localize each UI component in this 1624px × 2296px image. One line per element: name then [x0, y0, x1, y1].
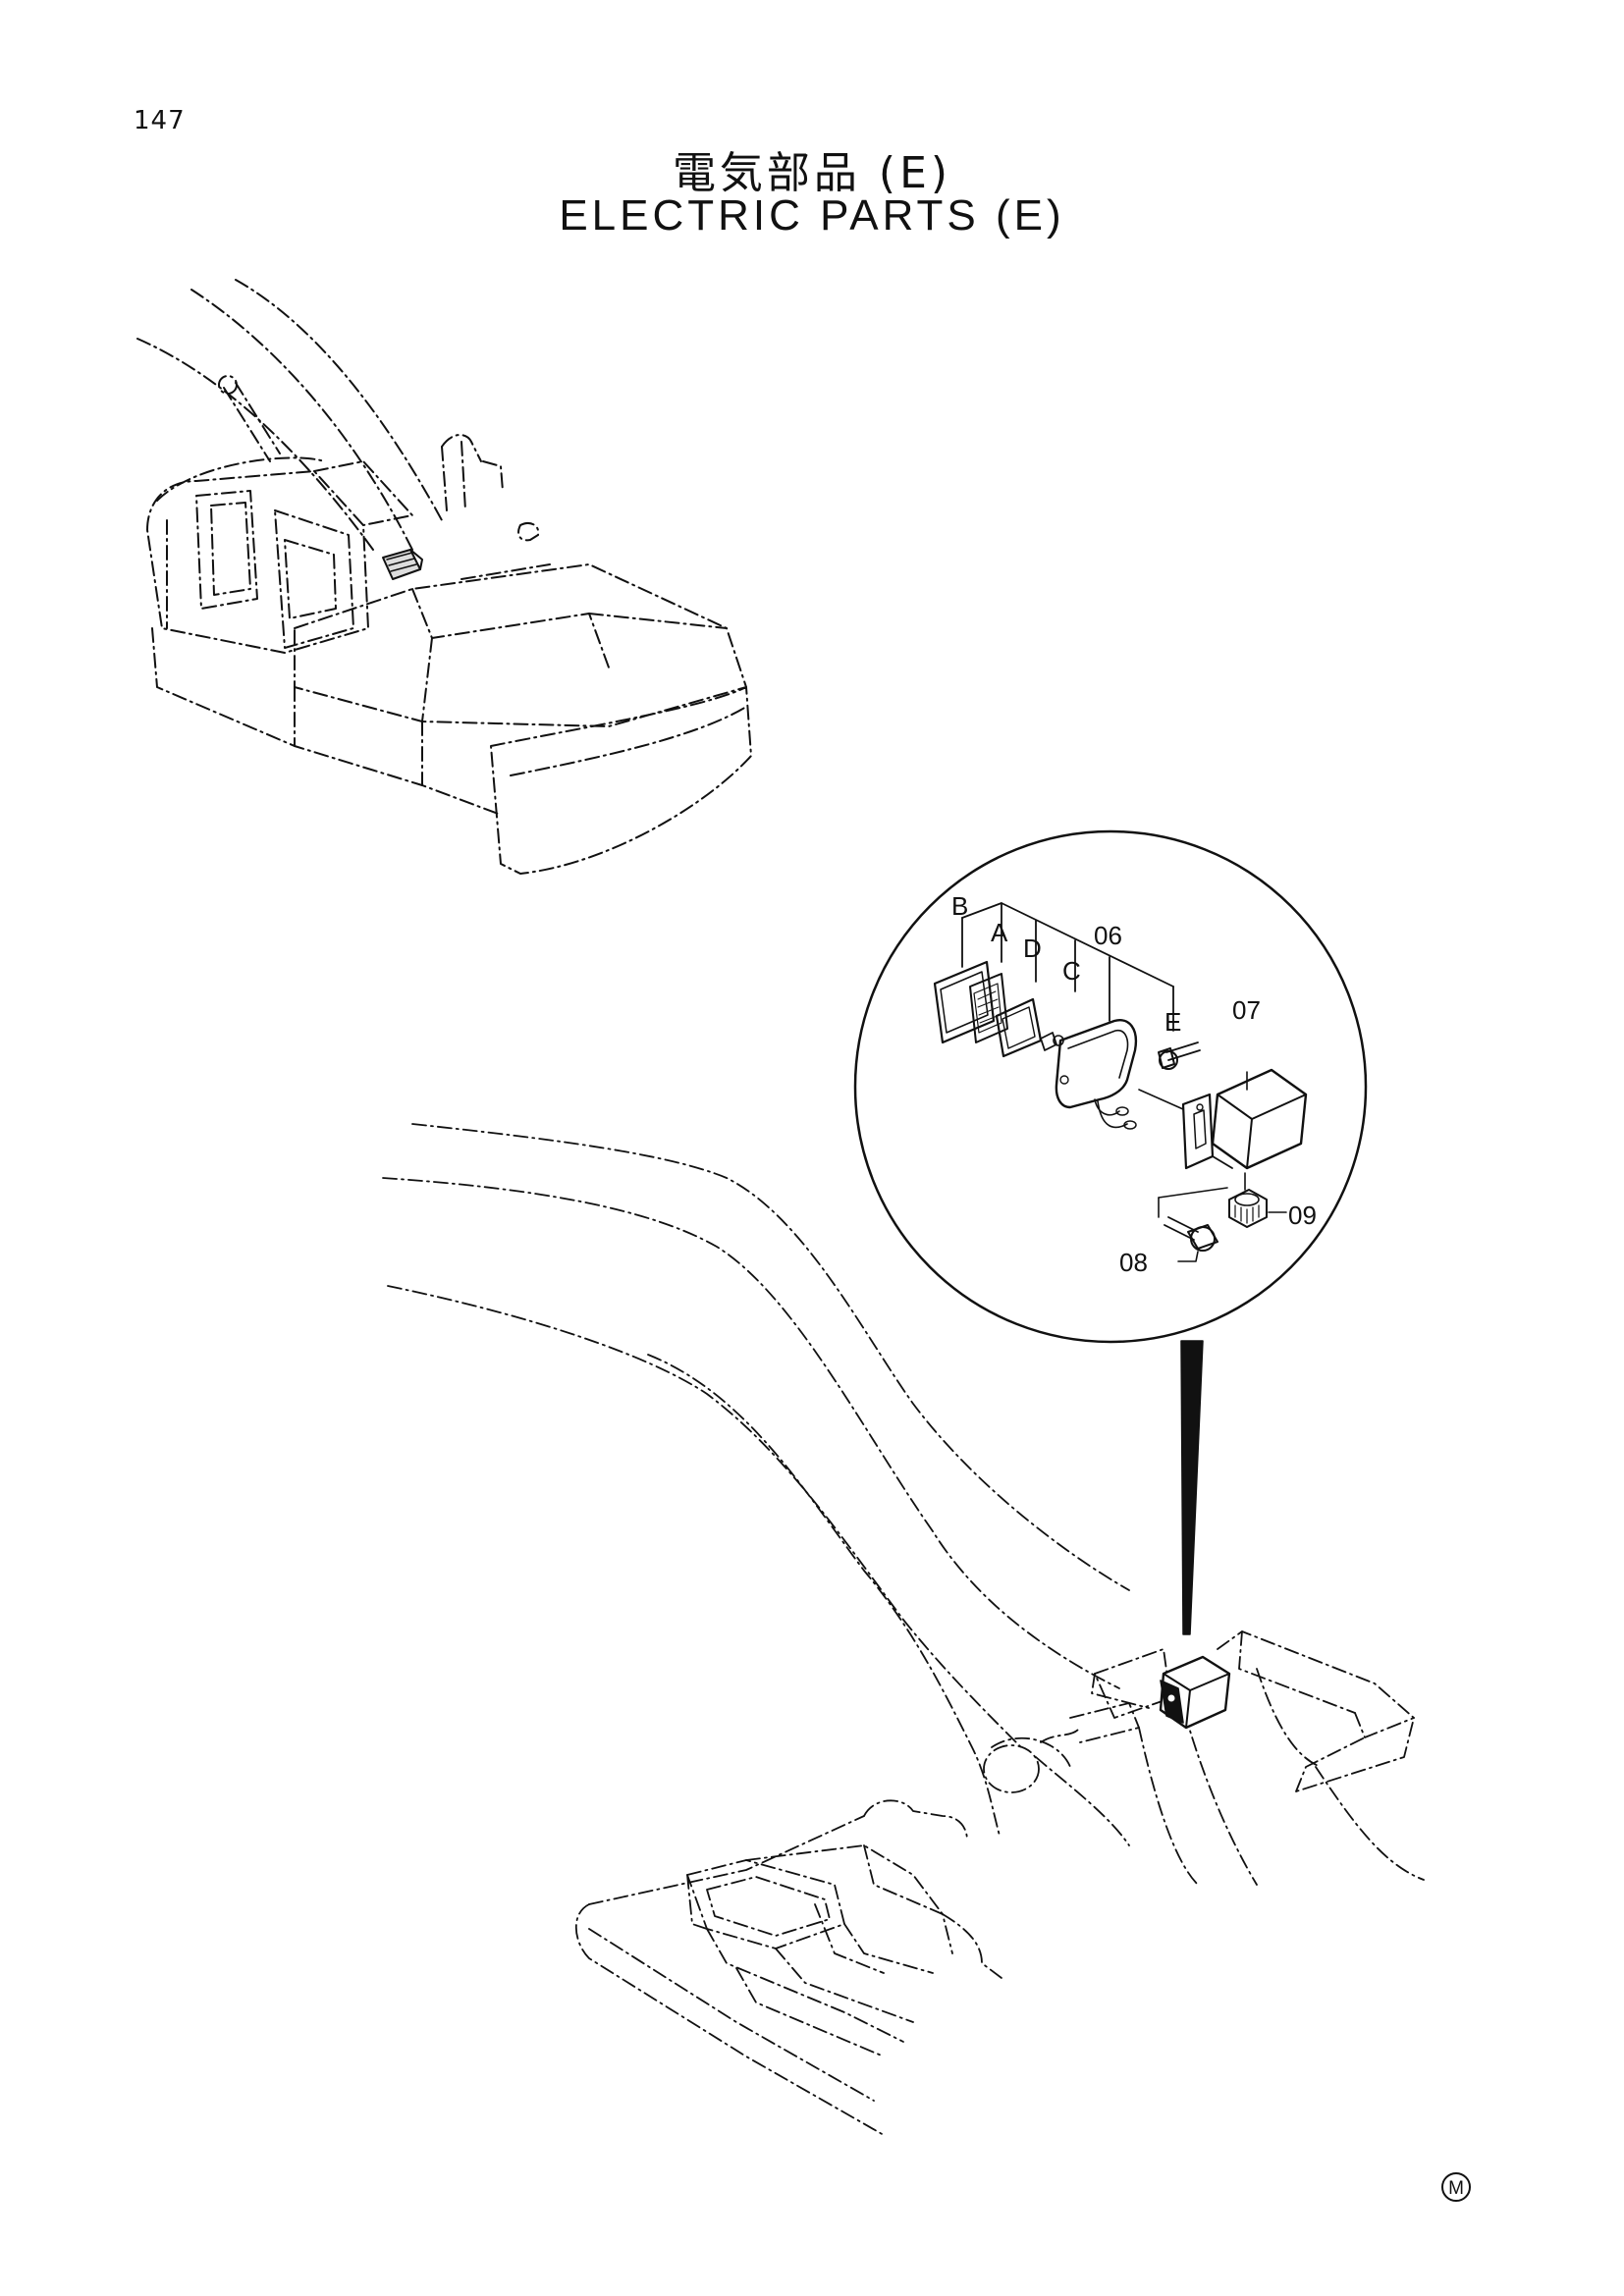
title-jp-text: 電気部品 (E) [672, 148, 952, 198]
page-title-japanese: 電気部品 (E) [0, 137, 1624, 200]
detail-view [853, 829, 1368, 1344]
machine-lower-view [382, 1123, 1425, 2136]
callout-09: 09 [1288, 1201, 1317, 1230]
model-mark: M [1441, 2172, 1471, 2202]
callout-06: 06 [1094, 921, 1122, 950]
title-en-text: ELECTRIC PARTS (E) [559, 191, 1065, 240]
worklight-installed [1159, 1655, 1231, 1730]
callout-08: 08 [1119, 1248, 1148, 1277]
excavator-overview [136, 279, 752, 875]
callout-b: B [951, 891, 969, 921]
callout-e: E [1164, 1007, 1182, 1037]
detail-connector [1180, 1340, 1204, 1635]
worklight-location-marker [382, 549, 423, 580]
callout-c: C [1062, 956, 1081, 986]
callout-a: A [991, 918, 1008, 947]
page-title-english: ELECTRIC PARTS (E) [0, 191, 1624, 240]
callout-d: D [1023, 934, 1042, 963]
callout-07: 07 [1232, 995, 1261, 1025]
page-number: 147 [134, 106, 186, 135]
